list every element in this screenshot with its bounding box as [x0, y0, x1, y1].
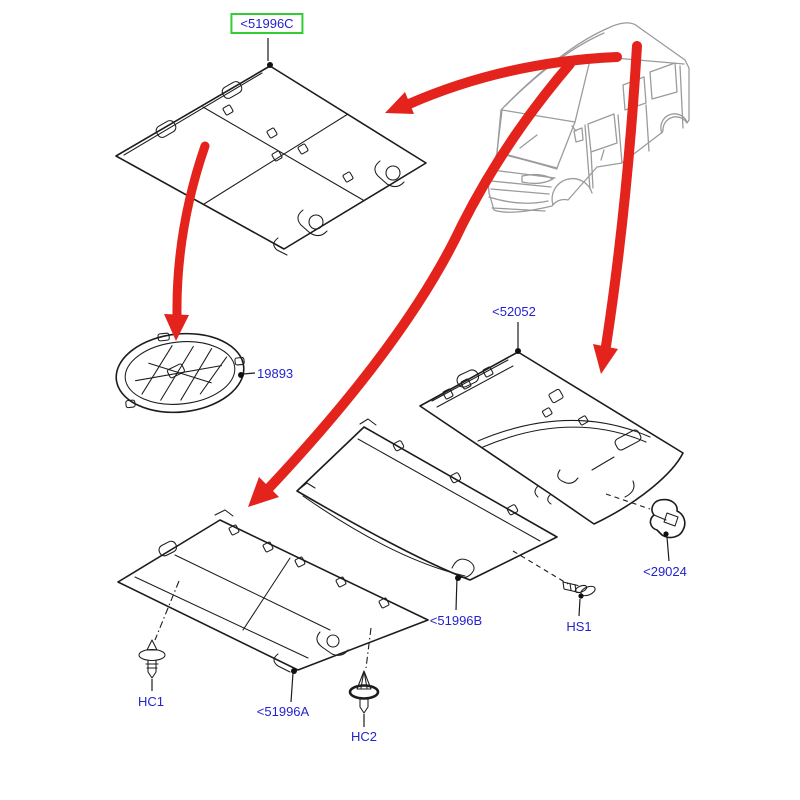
panel-51996a [117, 509, 429, 673]
part-label-51996c[interactable]: <51996C [230, 13, 304, 34]
arrow-to-panel-51996c [385, 52, 622, 114]
clip-hc1 [138, 639, 166, 679]
part-label-19893[interactable]: 19893 [257, 366, 294, 381]
bracket-29024 [649, 498, 686, 539]
panel-52052 [419, 351, 684, 525]
van-illustration [487, 22, 690, 213]
panel-51996b [296, 418, 558, 581]
arrow-to-panel-51996a [248, 59, 575, 507]
arrow-to-part-19893 [164, 141, 210, 341]
part-label-hc1[interactable]: HC1 [137, 694, 165, 709]
red-arrows [164, 41, 642, 507]
part-label-51996a[interactable]: <51996A [256, 704, 310, 719]
part-label-51996b[interactable]: <51996B [429, 613, 483, 628]
clip-hc2 [348, 670, 380, 714]
panel-51996c [115, 65, 427, 256]
part-label-hc2[interactable]: HC2 [350, 729, 378, 744]
part-label-52052[interactable]: <52052 [492, 304, 536, 319]
leader-lines [151, 38, 670, 727]
part-label-29024[interactable]: <29024 [643, 564, 687, 579]
part-label-hs1[interactable]: HS1 [566, 619, 592, 634]
arrow-to-panel-52052 [593, 41, 642, 374]
part-19893 [115, 332, 245, 414]
